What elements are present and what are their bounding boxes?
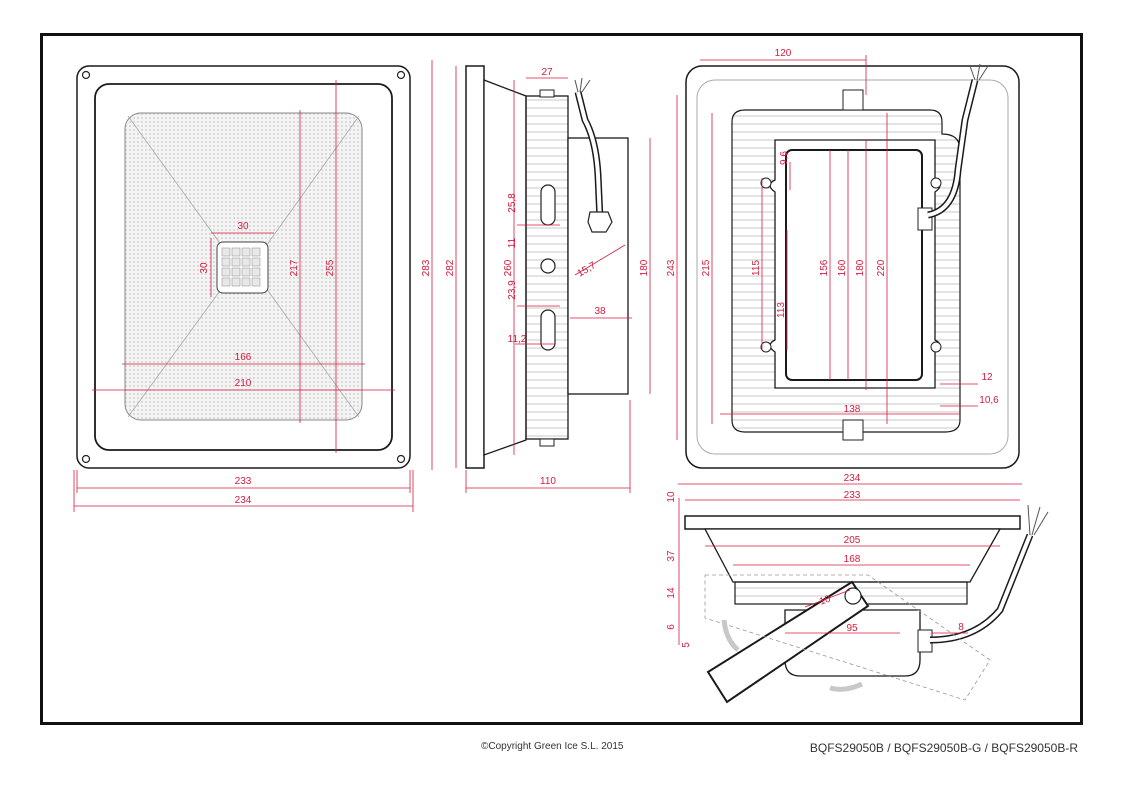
dim-side-11: 11 (507, 237, 518, 248)
dim-bottom-168: 168 (844, 554, 861, 565)
dim-bottom-37: 37 (666, 550, 677, 562)
dim-back-113: 113 (776, 302, 787, 318)
dim-bottom-14: 14 (666, 587, 677, 599)
dim-side-27: 27 (541, 67, 553, 78)
rotate-arrow-left-icon (721, 619, 740, 652)
dim-back-156: 156 (819, 259, 830, 276)
dim-back-9-6: 9,6 (779, 151, 790, 165)
bottom-view: 234 233 205 168 95 10 37 14 6 5 8 10 (666, 473, 1049, 704)
dim-back-10-6: 10,6 (979, 395, 999, 406)
front-screws (81, 70, 406, 464)
dim-bottom-10: 10 (666, 491, 677, 503)
side-bracket-hole (540, 258, 556, 274)
dim-side-11-2: 11,2 (508, 334, 527, 345)
dim-front-234: 234 (235, 495, 252, 506)
dim-side-282: 282 (445, 259, 456, 276)
side-reflector (483, 79, 527, 456)
side-bracket-slot-1 (540, 184, 556, 226)
bottom-reflector (703, 528, 1002, 583)
dim-front-255: 255 (325, 259, 336, 276)
dim-back-138: 138 (844, 404, 861, 415)
bottom-cable-wires (1027, 504, 1049, 536)
back-dimension-lines (676, 55, 978, 440)
dim-back-115: 115 (751, 260, 762, 276)
back-mount-tab-bottom (842, 419, 864, 441)
front-view: 233 234 210 166 30 217 255 30 (73, 65, 414, 512)
dim-side-25-8: 25,8 (507, 193, 518, 213)
side-dimension-lines (431, 60, 651, 493)
back-inner-rim (696, 79, 1009, 455)
side-mount-tab-top (539, 89, 555, 98)
back-screws (760, 177, 942, 353)
side-bracket-slot-2 (540, 309, 556, 351)
dim-side-38: 38 (594, 306, 606, 317)
back-cable-wires (969, 63, 989, 81)
dim-front-30-h: 30 (199, 262, 210, 274)
model-numbers: BQFS29050B / BQFS29050B-G / BQFS29050B-R (809, 741, 1078, 755)
rotate-arrow-bottom-icon (829, 681, 864, 692)
dim-bottom-angle-10: 10 (818, 593, 833, 607)
dim-back-215: 215 (701, 259, 712, 276)
dim-back-160: 160 (837, 259, 848, 276)
dim-side-180: 180 (639, 259, 650, 276)
side-mount-tab-bottom (539, 438, 555, 447)
dim-back-220: 220 (876, 259, 887, 276)
side-front-frame (465, 65, 485, 469)
led-chip-grid (221, 247, 261, 287)
dim-bottom-6: 6 (666, 624, 677, 630)
dim-back-12: 12 (981, 372, 993, 383)
dim-front-166: 166 (235, 352, 252, 363)
copyright-text: ©Copyright Green Ice S.L. 2015 (481, 741, 624, 752)
bottom-cable-gland (917, 629, 933, 653)
back-mount-tab-top (842, 89, 864, 111)
dim-side-283: 283 (421, 259, 432, 276)
dim-bottom-233: 233 (844, 490, 861, 501)
dim-bottom-205: 205 (844, 535, 861, 546)
side-cable-wires (574, 77, 591, 93)
bracket-swing-outline (704, 574, 991, 701)
front-reflector-lines (127, 115, 360, 418)
dim-bottom-8: 8 (958, 622, 964, 633)
dim-side-110: 110 (540, 476, 556, 487)
dim-bottom-95: 95 (846, 623, 858, 634)
dim-front-30-w: 30 (237, 221, 249, 232)
dim-back-120: 120 (775, 48, 792, 59)
dim-front-233: 233 (235, 476, 252, 487)
bracket-pivot (844, 587, 862, 605)
dim-back-243: 243 (666, 259, 677, 276)
back-driver-lid (785, 149, 923, 381)
bottom-dimension-lines (678, 483, 1022, 645)
side-view: 283 282 260 180 110 27 25,8 11 23,9 11,2… (421, 60, 651, 493)
dim-front-217: 217 (289, 259, 300, 276)
back-view: 120 243 215 220 180 160 156 115 113 9,6 … (666, 48, 1020, 469)
side-cable-gland (587, 211, 613, 233)
dim-side-260: 260 (503, 259, 514, 276)
front-dimension-lines (73, 80, 414, 512)
dim-bottom-234: 234 (844, 473, 861, 484)
dim-side-23-9: 23,9 (507, 280, 518, 300)
bottom-front-frame (684, 515, 1021, 530)
dim-bottom-5: 5 (681, 642, 692, 648)
dim-front-210: 210 (235, 378, 252, 389)
dim-back-180: 180 (855, 259, 866, 276)
mounting-bracket (706, 580, 870, 704)
